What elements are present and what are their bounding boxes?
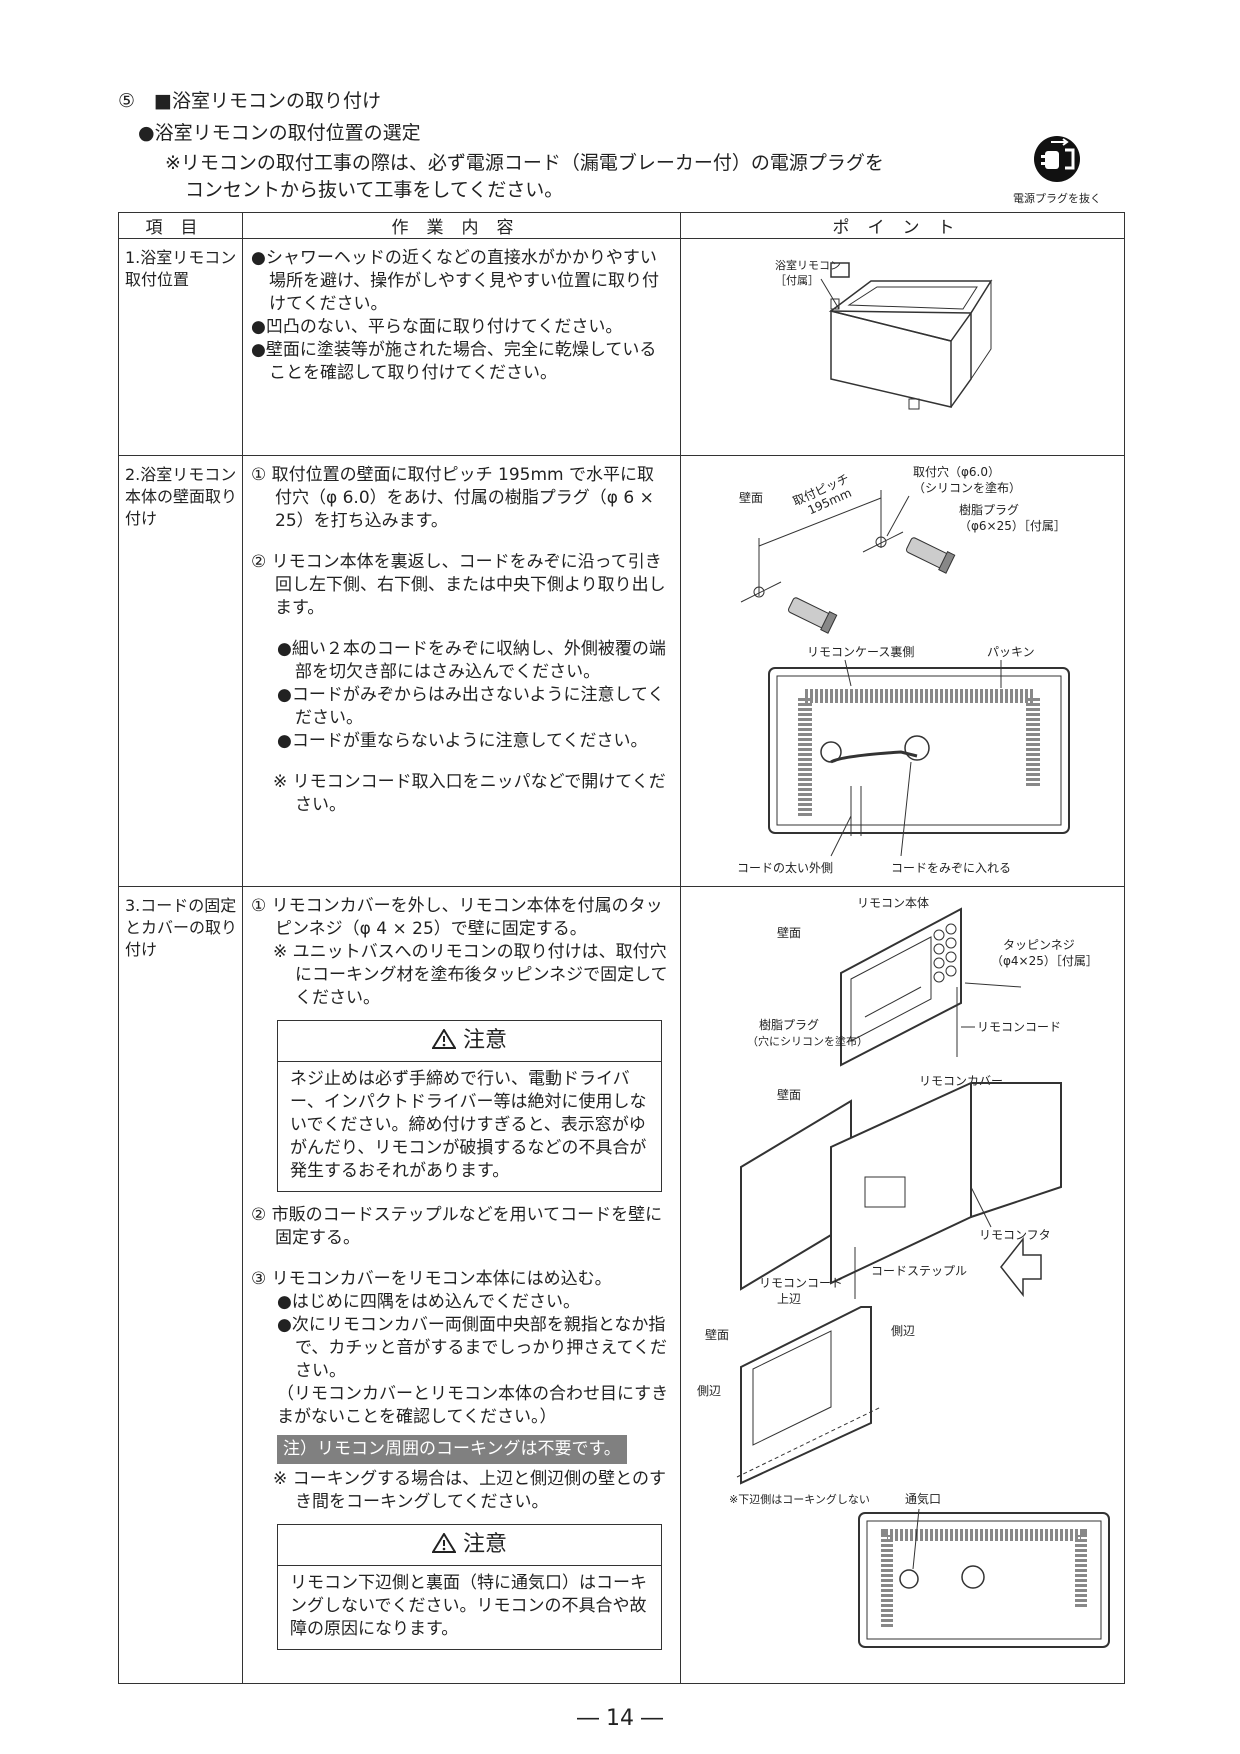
row2-item: 2.浴室リモコン本体の壁面取り付け: [118, 455, 243, 887]
svg-text:リモコンケース裏側: リモコンケース裏側: [807, 644, 914, 659]
svg-text:リモコン本体: リモコン本体: [857, 896, 929, 910]
svg-text:リモコンフタ: リモコンフタ: [979, 1228, 1051, 1242]
svg-text:（シリコンを塗布）: （シリコンを塗布）: [913, 480, 1021, 495]
svg-text:［付属］: ［付属］: [775, 274, 819, 287]
svg-text:樹脂プラグ: 樹脂プラグ: [759, 1017, 819, 1032]
grey-note: 注）リモコン周囲のコーキングは不要です。: [277, 1435, 627, 1464]
warning-icon: [431, 1028, 457, 1049]
svg-text:コードをみぞに入れる: コードをみぞに入れる: [891, 861, 1011, 875]
unplug-caption: 電源プラグを抜く: [1013, 192, 1101, 205]
row1-figure: 浴室リモコン ［付属］: [680, 238, 1125, 456]
svg-text:側辺: 側辺: [697, 1384, 721, 1398]
col-header-item: 項目: [118, 212, 243, 239]
row3-item: 3.コードの固定とカバーの取り付け: [118, 886, 243, 1684]
svg-text:取付穴（φ6.0）: 取付穴（φ6.0）: [913, 464, 1000, 479]
wall-mount-figure: 壁面 取付穴（φ6.0） （シリコンを塗布） 樹脂プラグ （φ6×25）［付属］…: [737, 464, 1070, 875]
svg-text:側辺: 側辺: [891, 1324, 915, 1338]
col-header-work: 作業内容: [242, 212, 681, 239]
row2-work: ① 取付位置の壁面に取付ピッチ 195mm で水平に取付穴（φ 6.0）をあけ、…: [242, 455, 681, 887]
svg-text:コードステップル: コードステップル: [871, 1264, 967, 1278]
svg-text:パッキン: パッキン: [987, 645, 1035, 659]
warning-icon: [431, 1532, 457, 1553]
power-warning-note: ※リモコンの取付工事の際は、必ず電源コード（漏電ブレーカー付）の電源プラグを コ…: [165, 152, 884, 201]
row3-work: ① リモコンカバーを外し、リモコン本体を付属のタッピンネジ（φ 4 × 25）で…: [242, 886, 681, 1684]
svg-text:通気口: 通気口: [905, 1491, 941, 1506]
svg-text:（φ4×25）［付属］: （φ4×25）［付属］: [991, 954, 1098, 968]
installation-table: 項目 作業内容 ポイント 1.浴室リモコン取付位置 ●シャワーヘッドの近くなどの…: [118, 212, 1125, 1684]
svg-text:（φ6×25）［付属］: （φ6×25）［付属］: [959, 519, 1066, 533]
svg-text:壁面: 壁面: [777, 1087, 801, 1102]
svg-text:※下辺側はコーキングしない: ※下辺側はコーキングしない: [729, 1492, 870, 1506]
section-heading: ⑤ ■浴室リモコンの取り付け: [118, 90, 381, 112]
unplug-symbol: 電源プラグを抜く: [1012, 134, 1102, 206]
row1-work: ●シャワーヘッドの近くなどの直接水がかかりやすい場所を避け、操作がしやすく見やす…: [242, 238, 681, 456]
row1-item: 1.浴室リモコン取付位置: [118, 238, 243, 456]
subsection-heading: ●浴室リモコンの取付位置の選定: [138, 122, 421, 144]
svg-text:リモコンコード: リモコンコード: [759, 1276, 843, 1290]
svg-text:壁面: 壁面: [739, 490, 763, 505]
svg-text:浴室リモコン: 浴室リモコン: [775, 258, 841, 272]
cover-install-figure: リモコン本体 壁面 タッピンネジ （φ4×25）［付属］ 樹脂プラグ （穴にシリ…: [697, 896, 1110, 1648]
svg-text:リモコンコード: リモコンコード: [977, 1020, 1061, 1034]
col-header-point: ポイント: [680, 212, 1125, 239]
bathtub-figure: 浴室リモコン ［付属］: [775, 258, 993, 410]
svg-text:壁面: 壁面: [777, 925, 801, 940]
row2-figure: 壁面 取付穴（φ6.0） （シリコンを塗布） 樹脂プラグ （φ6×25）［付属］…: [680, 455, 1125, 887]
row3-figure: リモコン本体 壁面 タッピンネジ （φ4×25）［付属］ 樹脂プラグ （穴にシリ…: [680, 886, 1125, 1684]
caution-box-1: 注意 ネジ止めは必ず手締めで行い、電動ドライバー、インパクトドライバー等は絶対に…: [277, 1020, 662, 1192]
svg-text:タッピンネジ: タッピンネジ: [1003, 938, 1075, 952]
page-number: ― 14 ―: [577, 1706, 663, 1731]
unplug-icon: [1034, 136, 1080, 182]
svg-text:リモコンカバー: リモコンカバー: [919, 1074, 1003, 1088]
caution-box-2: 注意 リモコン下辺側と裏面（特に通気口）はコーキングしないでください。リモコンの…: [277, 1524, 662, 1650]
svg-text:樹脂プラグ: 樹脂プラグ: [959, 502, 1019, 517]
svg-text:（穴にシリコンを塗布）: （穴にシリコンを塗布）: [747, 1034, 868, 1048]
svg-text:コードの太い外側: コードの太い外側: [737, 860, 833, 875]
svg-text:壁面: 壁面: [705, 1327, 729, 1342]
svg-text:上辺: 上辺: [777, 1292, 801, 1306]
